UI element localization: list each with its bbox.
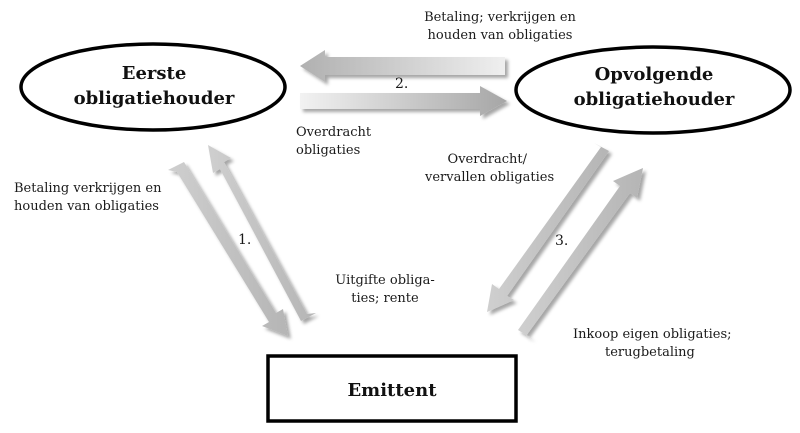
label-top-payment: Betaling; verkrijgen en houden van oblig… xyxy=(424,10,576,43)
arrow-payment-to-first-holder xyxy=(300,50,505,82)
label-left-issue: Uitgifte obliga- ties; rente xyxy=(335,273,435,306)
issuer-label: Emittent xyxy=(347,380,437,401)
node-first-holder: Eerste obligatiehouder xyxy=(19,42,287,132)
label-top-transfer: Overdracht obligaties xyxy=(296,125,372,158)
first-holder-line2: obligatiehouder xyxy=(74,88,235,109)
next-holder-line1: Opvolgende xyxy=(595,64,714,85)
arrow-issue-to-first-holder xyxy=(208,145,316,321)
arrow-buyback-to-next-holder xyxy=(518,168,643,339)
label-right-transfer: Overdracht/ vervallen obligaties xyxy=(425,152,555,185)
edge-number-3: 3. xyxy=(555,233,569,249)
node-next-holder: Opvolgende obligatiehouder xyxy=(514,45,792,135)
arrow-transfer-to-next-holder xyxy=(300,86,507,116)
edge-number-1: 1. xyxy=(238,232,252,248)
label-right-buyback: Inkoop eigen obligaties; terugbetaling xyxy=(573,327,732,360)
first-holder-line1: Eerste xyxy=(122,63,187,84)
arrow-transfer-to-issuer xyxy=(487,143,609,312)
arrow-payment-to-issuer xyxy=(168,162,288,336)
label-left-payment: Betaling verkrijgen en houden van obliga… xyxy=(14,181,162,214)
next-holder-line2: obligatiehouder xyxy=(574,89,735,110)
node-issuer: Emittent xyxy=(266,354,518,423)
edge-number-2: 2. xyxy=(395,76,409,92)
